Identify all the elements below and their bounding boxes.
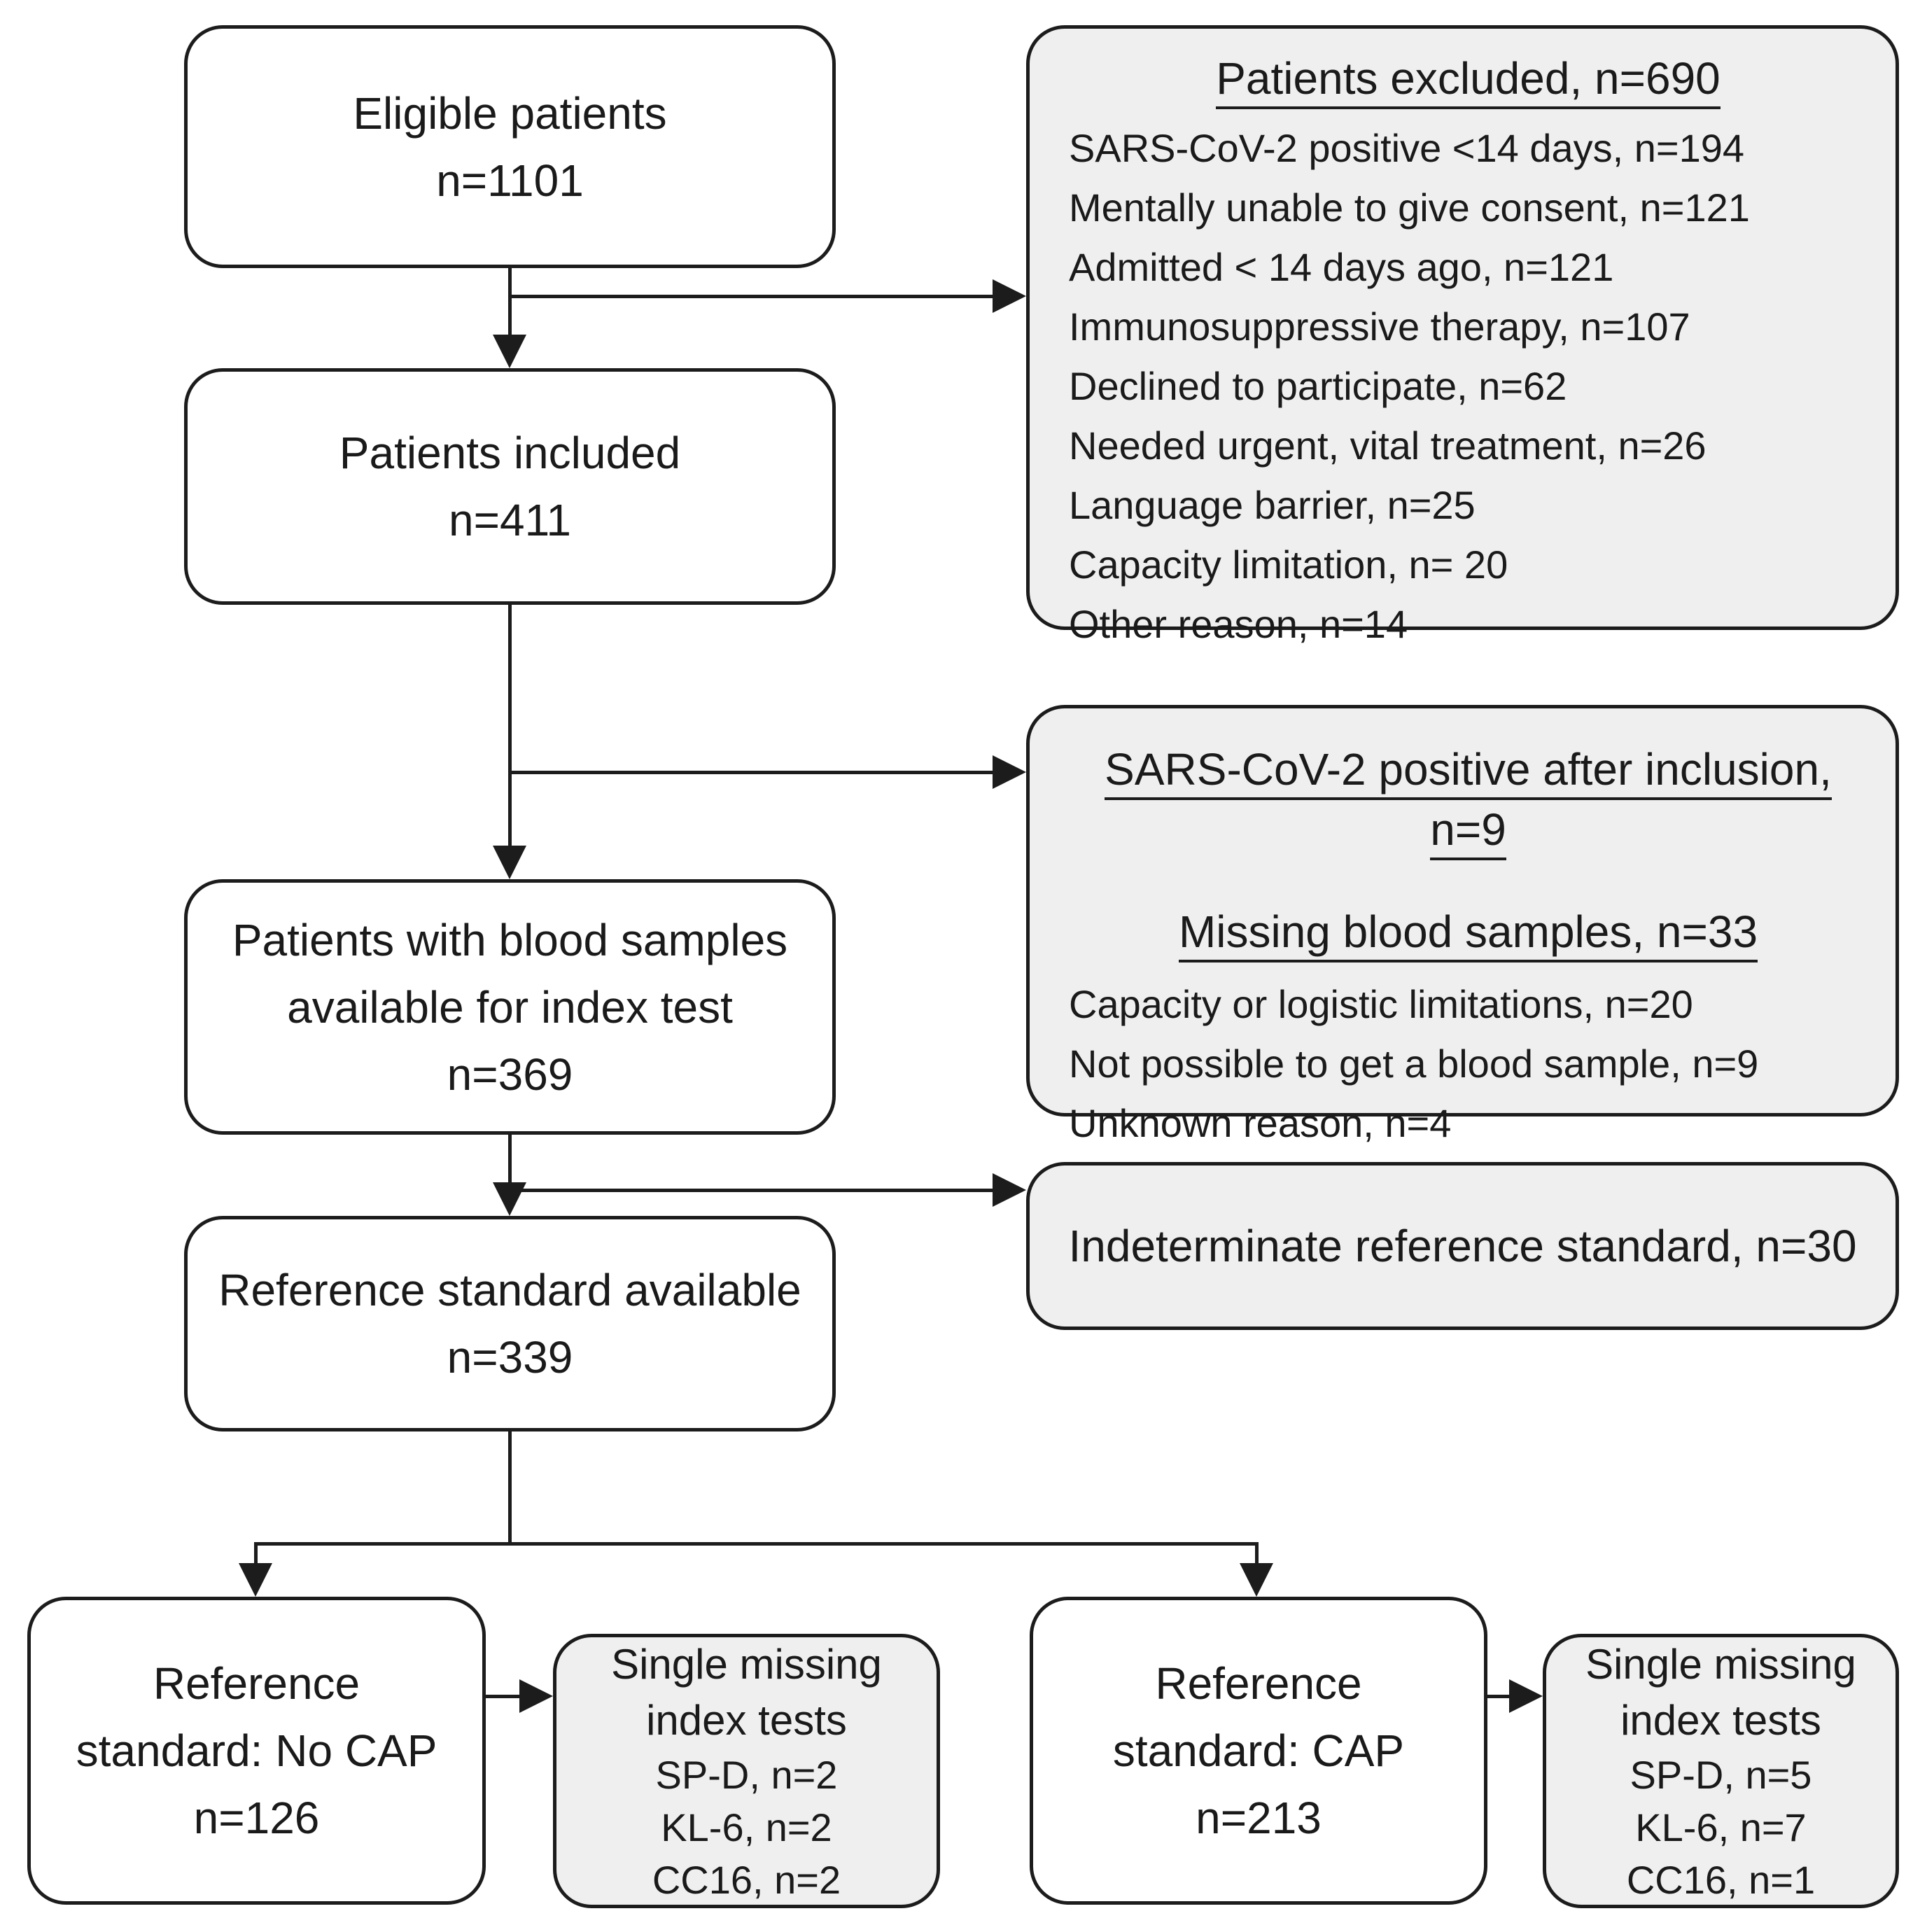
single-missing-test-item: SP-D, n=5	[1630, 1752, 1812, 1797]
blood-samples-box: Patients with blood samples available for…	[184, 879, 836, 1135]
arrowhead-into-cap-missing	[1509, 1679, 1543, 1713]
reference-standard-no-cap-box: Reference standard: No CAP n=126	[27, 1597, 486, 1905]
arrowhead-into-no-cap-missing	[519, 1679, 553, 1713]
single-missing-title-line: index tests	[1620, 1696, 1821, 1744]
patients-included-line: n=411	[449, 495, 571, 545]
connector-cap-to-missing	[1487, 1695, 1512, 1698]
connector-branch-post-inclusion	[510, 771, 994, 774]
no-cap-line: n=126	[193, 1793, 320, 1843]
connector-blood-down	[508, 1135, 512, 1194]
single-missing-test-item: KL-6, n=7	[1635, 1805, 1807, 1849]
missing-blood-reason-item: Capacity or logistic limitations, n=20	[1069, 982, 1693, 1026]
single-missing-test-item: KL-6, n=2	[661, 1805, 832, 1849]
connector-reference-down	[508, 1432, 512, 1545]
blood-samples-line: available for index test	[287, 981, 733, 1032]
arrowhead-into-reference-standard	[493, 1182, 526, 1216]
blood-samples-line: Patients with blood samples	[232, 914, 788, 965]
cap-line: standard: CAP	[1112, 1726, 1405, 1776]
arrowhead-into-indeterminate	[993, 1173, 1026, 1207]
excluded-reason-item: Mentally unable to give consent, n=121	[1069, 186, 1750, 230]
no-cap-line: standard: No CAP	[76, 1726, 437, 1776]
arrowhead-into-cap	[1240, 1563, 1273, 1597]
excluded-reason-item: Immunosuppressive therapy, n=107	[1069, 304, 1690, 349]
missing-blood-samples-title: Missing blood samples, n=33	[1069, 902, 1868, 962]
patients-included-line: Patients included	[339, 428, 681, 478]
eligible-patients-box: Eligible patients n=1101	[184, 25, 836, 268]
cap-line: Reference	[1155, 1658, 1362, 1709]
reference-standard-line: n=339	[447, 1332, 573, 1382]
blood-samples-line: n=369	[447, 1049, 573, 1100]
excluded-reason-item: Capacity limitation, n= 20	[1069, 542, 1508, 587]
excluded-reason-item: Other reason, n=14	[1069, 602, 1408, 646]
connector-split-left-down	[254, 1542, 258, 1567]
single-missing-test-item: CC16, n=2	[652, 1857, 841, 1902]
excluded-reason-item: Declined to participate, n=62	[1069, 364, 1567, 408]
excluded-reason-item: Language barrier, n=25	[1069, 483, 1476, 527]
connector-branch-indeterminate	[510, 1189, 994, 1192]
single-missing-title-line: index tests	[646, 1696, 847, 1744]
connector-split-horizontal	[254, 1542, 1259, 1546]
reference-standard-cap-box: Reference standard: CAP n=213	[1030, 1597, 1487, 1905]
indeterminate-reference-standard-box: Indeterminate reference standard, n=30	[1026, 1162, 1899, 1330]
arrowhead-into-blood-samples	[493, 846, 526, 879]
connector-eligible-down	[508, 268, 512, 338]
sars-positive-after-inclusion-title: SARS-CoV-2 positive after inclusion, n=9	[1069, 739, 1868, 860]
connector-branch-excluded	[510, 295, 994, 298]
eligible-patients-line: Eligible patients	[353, 88, 667, 139]
missing-blood-reason-item: Not possible to get a blood sample, n=9	[1069, 1042, 1759, 1086]
arrowhead-into-excluded	[993, 279, 1026, 313]
arrowhead-into-post-inclusion	[993, 755, 1026, 789]
no-cap-single-missing-title: Single missing index tests	[611, 1637, 882, 1749]
single-missing-test-item: SP-D, n=2	[655, 1752, 838, 1797]
reference-standard-line: Reference standard available	[218, 1265, 801, 1315]
sars-positive-after-inclusion-text: SARS-CoV-2 positive after inclusion, n=9	[1105, 744, 1832, 860]
excluded-reason-item: Needed urgent, vital treatment, n=26	[1069, 424, 1707, 468]
connector-split-right-down	[1255, 1542, 1259, 1567]
missing-blood-samples-text: Missing blood samples, n=33	[1178, 906, 1758, 962]
single-missing-test-item: CC16, n=1	[1626, 1857, 1816, 1902]
single-missing-title-line: Single missing	[611, 1640, 882, 1688]
connector-included-down	[508, 605, 512, 850]
excluded-reason-item: Admitted < 14 days ago, n=121	[1069, 245, 1614, 289]
no-cap-line: Reference	[153, 1658, 360, 1709]
indeterminate-reference-standard-text: Indeterminate reference standard, n=30	[1068, 1221, 1857, 1271]
post-inclusion-box: SARS-CoV-2 positive after inclusion, n=9…	[1026, 705, 1899, 1145]
connector-no-cap-to-missing	[486, 1695, 522, 1698]
eligible-patients-line: n=1101	[436, 155, 584, 206]
missing-blood-reason-item: Unknown reason, n=4	[1069, 1101, 1452, 1145]
excluded-reason-item: SARS-CoV-2 positive <14 days, n=194	[1069, 126, 1745, 170]
patients-excluded-title-text: Patients excluded, n=690	[1216, 53, 1721, 109]
patients-excluded-title: Patients excluded, n=690	[1069, 48, 1868, 109]
patients-excluded-box: Patients excluded, n=690 SARS-CoV-2 posi…	[1026, 25, 1899, 646]
arrowhead-into-included	[493, 335, 526, 368]
reference-standard-available-box: Reference standard available n=339	[184, 1216, 836, 1432]
single-missing-title-line: Single missing	[1585, 1640, 1856, 1688]
cap-line: n=213	[1196, 1793, 1322, 1843]
arrowhead-into-no-cap	[239, 1563, 272, 1597]
cap-single-missing-title: Single missing index tests	[1585, 1637, 1856, 1749]
patients-included-box: Patients included n=411	[184, 368, 836, 605]
